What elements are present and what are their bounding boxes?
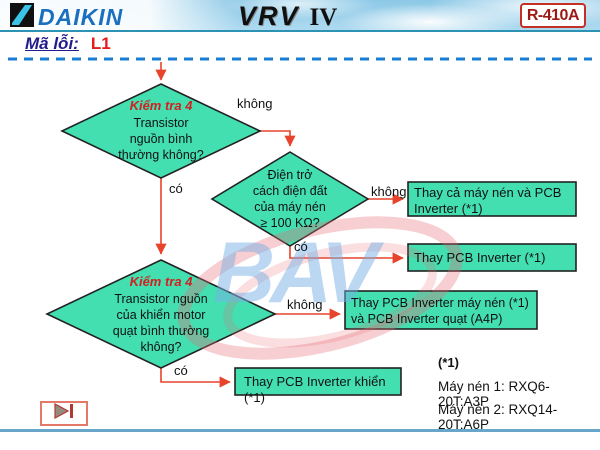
daikin-logo-icon (10, 3, 34, 32)
action-2-label: Thay PCB Inverter (*1) (414, 250, 546, 265)
connector-d3-yes (160, 368, 231, 388)
edge-label-yes-1: có (169, 181, 183, 196)
connectors (155, 62, 404, 388)
edge-label-no-2: không (371, 184, 407, 199)
refrigerant-badge: R-410A (519, 3, 586, 28)
footnote-ref: (*1) (438, 355, 459, 370)
decision-3-line: Transistor nguồn (114, 292, 208, 306)
decision-2-line: Điện trở (267, 168, 313, 182)
action-3-label: Thay PCB Inverter máy nén (*1) và PCB In… (351, 296, 529, 326)
decision-1-line: nguồn bình (129, 132, 193, 146)
decision-2-line: cách điện đất (252, 184, 328, 198)
decision-1-title: Kiểm tra 4 (129, 98, 193, 113)
product-generation: IV (309, 4, 338, 31)
error-code-value: L1 (90, 34, 111, 53)
edge-label-no-1: không (237, 96, 273, 111)
next-icon (49, 401, 79, 426)
action-1-shape (407, 181, 577, 217)
decision-2-line: của máy nén (254, 200, 326, 214)
edge-label-yes-3: có (174, 363, 188, 378)
edge-label-yes-2: có (294, 239, 308, 254)
decision-3-title: Kiểm tra 4 (129, 274, 193, 289)
decision-3: Kiểm tra 4 Transistor nguồn của khiển mo… (75, 274, 247, 355)
error-code-row: Mã lỗi: L1 (25, 34, 111, 54)
edge-label-no-3: không (287, 297, 323, 312)
next-slide-button[interactable] (40, 401, 88, 426)
brand-name: DAIKIN (38, 4, 124, 30)
decision-1-line: thường không? (118, 148, 204, 162)
action-4-shape (234, 367, 402, 396)
decision-2-shape (210, 151, 370, 247)
connector-d1-no (260, 130, 296, 147)
product-name: VRV (238, 1, 300, 31)
decision-3-shape (45, 259, 277, 369)
error-code-label: Mã lỗi: (25, 34, 79, 53)
decision-3-line: không? (140, 340, 182, 354)
action-2-shape (407, 243, 577, 272)
decision-1: Kiểm tra 4 Transistor nguồn bình thường … (82, 98, 240, 163)
decision-1-shape (60, 83, 262, 179)
header-divider (0, 30, 600, 32)
daikin-logo: DAIKIN (10, 3, 123, 32)
action-1-label: Thay cả máy nén và PCB Inverter (*1) (414, 185, 562, 216)
connector-d2-yes (289, 246, 404, 264)
product-logo: VRV IV (238, 1, 337, 32)
footnote-line-1: Máy nén 1: RXQ6-20T:A3P (438, 379, 550, 409)
header-banner (0, 0, 600, 30)
decision-1-line: Transistor (133, 116, 189, 130)
decision-3-line: của khiển motor (116, 308, 206, 322)
decision-3-line: quạt bình thường (112, 324, 210, 338)
decision-2-line: ≥ 100 KΩ? (260, 216, 320, 230)
action-3-shape (344, 290, 538, 330)
decision-2: Điện trở cách điện đất của máy nén ≥ 100… (218, 167, 362, 231)
footnote-line-2: Máy nén 2: RXQ14-20T:A6P (438, 402, 558, 432)
footer-divider (0, 429, 600, 432)
action-4-label: Thay PCB Inverter khiển (*1) (244, 374, 386, 405)
